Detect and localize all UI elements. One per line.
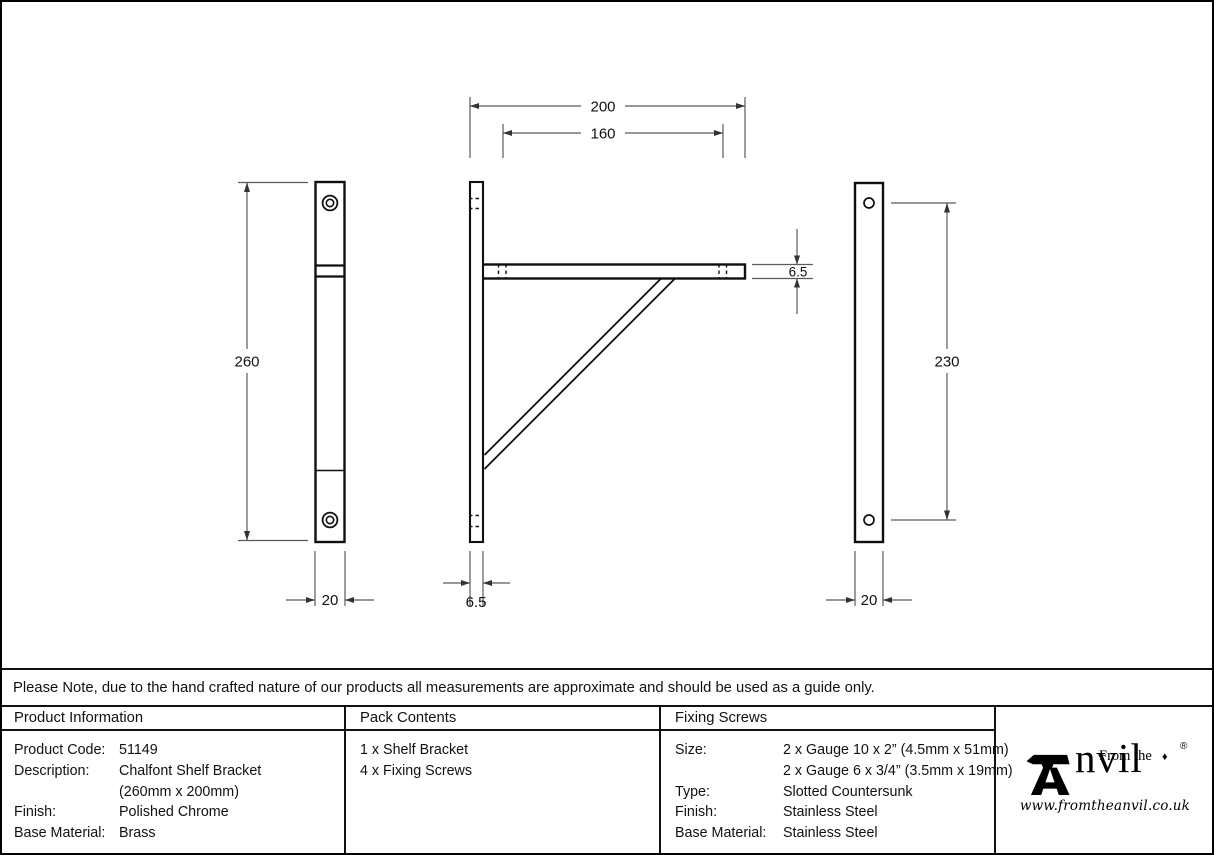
field-label: Type: — [675, 783, 710, 800]
dim-hole-spacing-top: 160 — [590, 126, 615, 143]
field-value: 51149 — [119, 742, 158, 758]
table-row: 2 x Gauge 6 x 3/4” (3.5mm x 19mm) — [675, 761, 1013, 782]
dim-upright-width: 20 — [322, 592, 339, 609]
technical-drawing: 200 160 260 230 6.5 20 6.5 20 — [234, 97, 960, 612]
field-value: (260mm x 200mm) — [119, 783, 239, 800]
screw-hole — [321, 511, 339, 529]
pack-contents-cell: 1 x Shelf Bracket 4 x Fixing Screws — [346, 731, 661, 855]
screw-hole — [863, 197, 875, 209]
field-value: Chalfont Shelf Bracket — [119, 762, 262, 779]
field-label: Base Material: — [14, 825, 106, 842]
note-row: Please Note, due to the hand crafted nat… — [0, 670, 1214, 707]
table-row: Base Material: Brass — [14, 823, 331, 844]
note-text: Please Note, due to the hand crafted nat… — [13, 679, 875, 696]
brand-website: www.fromtheanvil.co.uk — [1019, 798, 1191, 814]
diagonal-brace — [483, 277, 676, 470]
fixing-screws-cell: Size: 2 x Gauge 10 x 2” (4.5mm x 51mm) 2… — [661, 731, 1013, 855]
diagonal-brace — [483, 277, 662, 456]
header-label: Fixing Screws — [675, 710, 768, 726]
field-label: Finish: — [675, 804, 718, 821]
dimension-arrowheads — [244, 103, 950, 603]
field-value: Brass — [119, 825, 156, 842]
field-label — [675, 761, 783, 782]
dim-upright-thickness: 6.5 — [466, 594, 487, 611]
header-fixing-screws: Fixing Screws — [661, 707, 996, 731]
dim-arm-hole-spacing: 230 — [934, 354, 959, 371]
field-label: Base Material: — [675, 825, 767, 842]
field-value: 2 x Gauge 10 x 2” (4.5mm x 51mm) — [783, 742, 1009, 758]
brand-prefix: From the — [1099, 748, 1152, 764]
field-label — [14, 782, 119, 803]
field-value: Stainless Steel — [783, 804, 878, 821]
brand-name: nvil — [1075, 735, 1143, 781]
registered-mark: ® — [1180, 741, 1188, 752]
header-pack-contents: Pack Contents — [346, 707, 661, 731]
table-row: Base Material: Stainless Steel — [675, 823, 981, 844]
list-item: 1 x Shelf Bracket — [360, 742, 469, 758]
table-row: Finish: Polished Chrome — [14, 802, 331, 823]
dim-upright-height: 260 — [234, 354, 259, 371]
diamond-icon: ♦ — [1162, 751, 1168, 763]
info-table: Please Note, due to the hand crafted nat… — [0, 668, 1214, 855]
list-item: 4 x Fixing Screws — [360, 762, 473, 779]
header-product-information: Product Information — [0, 707, 346, 731]
hidden-hole-lines — [469, 197, 728, 528]
dimension-labels: 200 160 260 230 6.5 20 6.5 20 — [234, 99, 959, 612]
field-label: Size: — [675, 742, 707, 758]
table-row: Finish: Stainless Steel — [675, 802, 981, 823]
product-information-cell: Product Code: 51149 Description: Chalfon… — [0, 731, 346, 855]
front-view-upright — [314, 180, 346, 544]
from-the-anvil-logo: From the ♦ nvil ® www.fromtheanvil.co.uk — [1019, 735, 1191, 821]
table-row: (260mm x 200mm) — [14, 782, 331, 803]
upright-plate — [468, 180, 485, 544]
screw-hole — [863, 514, 875, 526]
field-label: Product Code: — [14, 742, 106, 758]
table-row: Size: 2 x Gauge 10 x 2” (4.5mm x 51mm) — [675, 740, 1009, 761]
header-label: Pack Contents — [360, 710, 457, 726]
dim-arm-thickness: 6.5 — [789, 265, 808, 280]
dimension-lines — [238, 97, 956, 606]
field-value: Stainless Steel — [783, 825, 878, 842]
field-label: Description: — [14, 762, 90, 779]
table-row: Description: Chalfont Shelf Bracket — [14, 761, 331, 782]
header-label: Product Information — [14, 710, 144, 726]
side-view-bracket — [468, 180, 747, 544]
dim-overall-width: 200 — [590, 99, 615, 116]
shelf-arm — [480, 263, 747, 280]
anvil-icon — [1026, 754, 1070, 796]
field-value: Polished Chrome — [119, 804, 229, 821]
field-value: 2 x Gauge 6 x 3/4” (3.5mm x 19mm) — [783, 762, 1013, 779]
field-label: Finish: — [14, 804, 57, 821]
dim-arm-width: 20 — [861, 592, 878, 609]
brand-logo-cell: From the ♦ nvil ® www.fromtheanvil.co.uk — [996, 707, 1214, 855]
plan-view-arm-plate — [853, 181, 885, 544]
table-row: Product Code: 51149 — [14, 740, 331, 761]
field-value: Slotted Countersunk — [783, 783, 913, 800]
screw-hole — [321, 194, 339, 212]
table-row: Type: Slotted Countersunk — [675, 782, 981, 803]
